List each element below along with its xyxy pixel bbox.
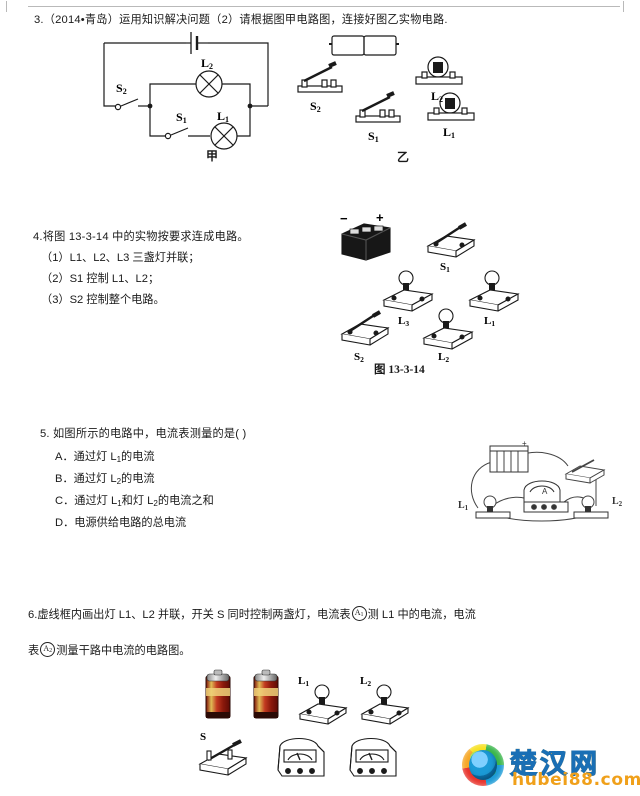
question-5-option-c: C．通过灯 L1和灯 L2的电流之和 bbox=[55, 493, 214, 511]
q6-battery-2 bbox=[253, 669, 279, 719]
question-5-option-b: B．通过灯 L2的电流 bbox=[55, 471, 155, 489]
watermark-site-name: 楚汉网 bbox=[509, 742, 600, 781]
question-3-text: 3.（2014•青岛）运用知识解决问题（2）请根据图甲电路图，连接好图乙实物电路… bbox=[34, 14, 448, 26]
q4-label-L1: L1 bbox=[484, 315, 495, 328]
q6-text-d: 测量干路中电流的电路图。 bbox=[56, 645, 191, 657]
q3-app-label-S1: S1 bbox=[368, 129, 379, 144]
site-watermark-logo: 楚汉网 hubei88.com bbox=[462, 742, 640, 790]
q3-app-label-L2: L2 bbox=[431, 89, 443, 104]
q4-apparatus-diagram: − + S1 L3 L1 S2 L2 bbox=[340, 212, 520, 362]
q5-circuit-diagram: + A L1 L2 bbox=[458, 439, 623, 522]
q4-label-S2: S2 bbox=[354, 351, 364, 362]
globe-icon bbox=[462, 744, 504, 786]
option-b-text: 通过灯 L2的电流 bbox=[73, 473, 155, 487]
q5-label-L1: L1 bbox=[458, 500, 469, 512]
option-d-key: D． bbox=[55, 517, 75, 529]
option-d-text: 电源供给电路的总电流 bbox=[74, 517, 187, 529]
q3-figure-label-jia: 甲 bbox=[206, 149, 219, 163]
option-b-key: B． bbox=[55, 473, 74, 485]
q6-text-b: 测 L1 中的电流，电流 bbox=[367, 609, 476, 621]
q6-text-c: 表 bbox=[28, 645, 40, 657]
ammeter-a1-icon: A1 bbox=[351, 605, 367, 621]
q5-label-L2: L2 bbox=[612, 496, 623, 508]
question-4-item-3: （3）S2 控制整个电路。 bbox=[41, 294, 165, 306]
question-4-item-1: （1）L1、L2、L3 三盏灯并联； bbox=[41, 252, 200, 264]
question-4-stem: 4.将图 13-3-14 中的实物按要求连成电路。 bbox=[33, 231, 249, 243]
q3-label-L1: L1 bbox=[217, 109, 229, 124]
q6-battery-1 bbox=[205, 669, 231, 719]
ammeter-a2-icon: A2 bbox=[40, 641, 56, 657]
q4-label-L3: L3 bbox=[398, 315, 409, 328]
q3-app-label-L1: L1 bbox=[443, 125, 455, 140]
q6-text-a: 6.虚线框内画出灯 L1、L2 并联，开关 S 同时控制两盏灯，电流表 bbox=[28, 609, 351, 621]
q6-apparatus-diagram: L1 L2 S bbox=[198, 669, 410, 777]
q3-schematic-diagram: S2 L2 S1 L1 bbox=[103, 32, 269, 150]
q4-label-L2: L2 bbox=[438, 351, 449, 362]
q3-app-label-S2: S2 bbox=[310, 99, 321, 114]
question-5-option-a: A．通过灯 L1的电流 bbox=[55, 449, 155, 467]
q4-terminal-negative: − bbox=[340, 212, 348, 226]
q4-label-S1: S1 bbox=[440, 261, 450, 274]
q3-label-S1: S1 bbox=[176, 110, 187, 125]
q3-label-L2: L2 bbox=[201, 56, 213, 71]
q5-positive-mark: + bbox=[522, 439, 527, 448]
q3-figure-label-yi: 乙 bbox=[397, 150, 410, 164]
page-top-rule bbox=[6, 1, 624, 12]
option-a-key: A． bbox=[55, 451, 74, 463]
q4-figure-caption: 图 13-3-14 bbox=[374, 364, 425, 376]
question-5-stem: 5. 如图所示的电路中，电流表测量的是( ) bbox=[40, 428, 247, 440]
question-4-item-2: （2）S1 控制 L1、L2； bbox=[41, 273, 160, 285]
option-a-text: 通过灯 L1的电流 bbox=[73, 451, 155, 465]
q5-ammeter-label: A bbox=[542, 487, 548, 496]
watermark-site-url: hubei88.com bbox=[512, 770, 640, 790]
q3-label-S2: S2 bbox=[116, 81, 127, 96]
option-c-text: 通过灯 L1和灯 L2的电流之和 bbox=[74, 495, 214, 509]
q6-label-L1: L1 bbox=[298, 675, 309, 688]
q3-apparatus-diagram: S2 S1 L2 L1 bbox=[297, 35, 475, 144]
q6-label-L2: L2 bbox=[360, 675, 371, 688]
option-c-key: C． bbox=[55, 495, 75, 507]
q4-terminal-positive: + bbox=[376, 212, 384, 225]
question-5-option-d: D．电源供给电路的总电流 bbox=[55, 515, 186, 532]
q6-label-S: S bbox=[200, 731, 206, 743]
